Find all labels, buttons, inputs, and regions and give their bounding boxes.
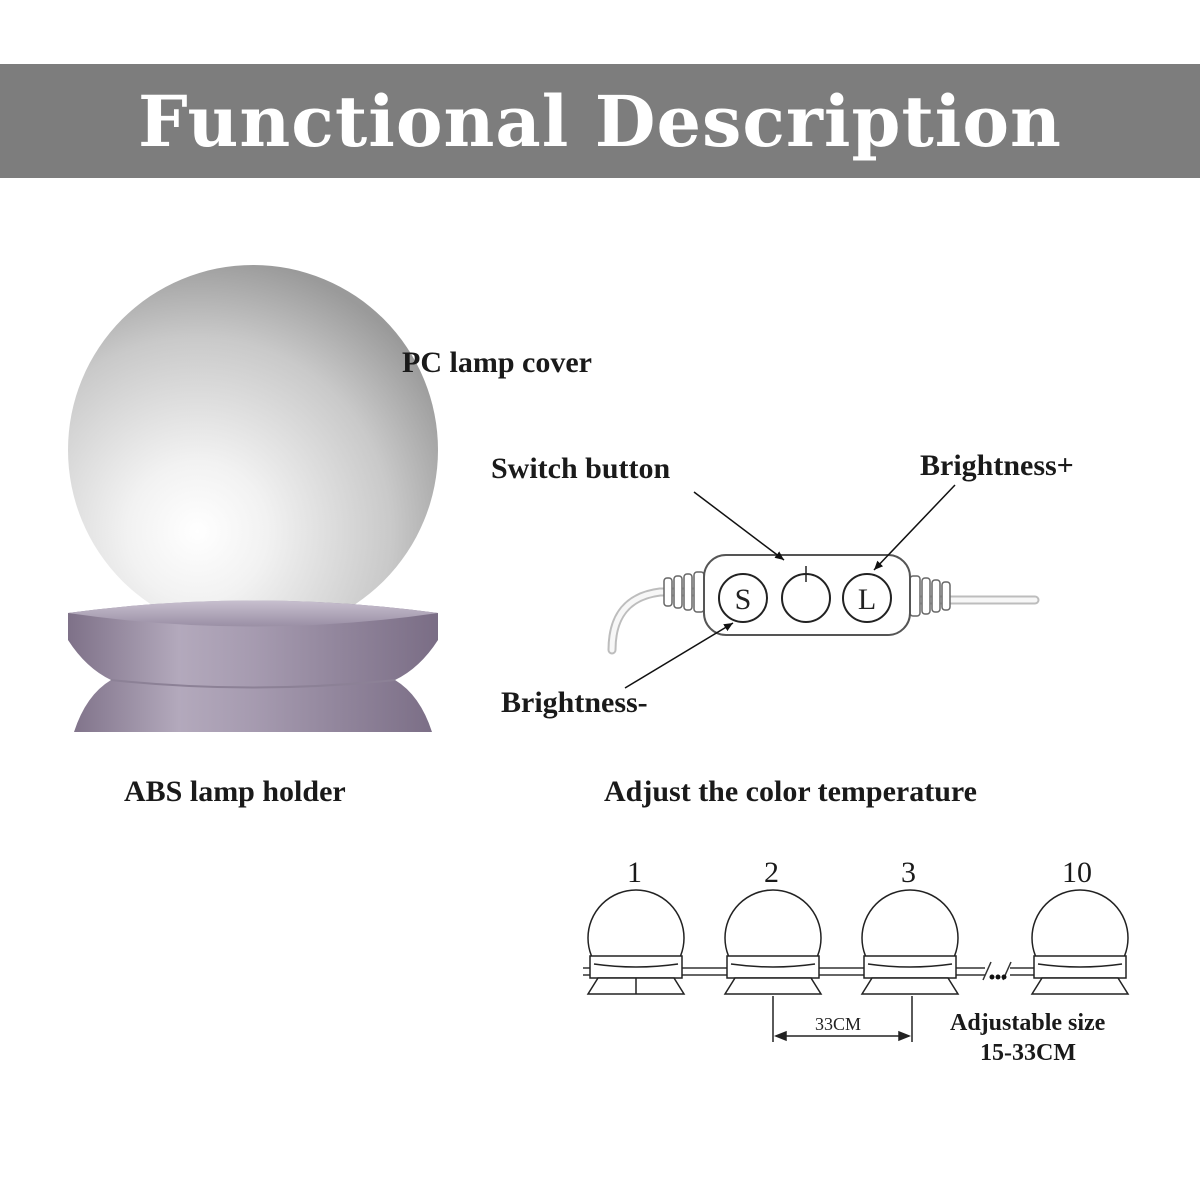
brightness-plus-button[interactable]: L xyxy=(842,573,892,623)
brightness-minus-button[interactable]: S xyxy=(718,573,768,623)
strain-relief-left xyxy=(663,571,705,613)
spacing-dimension xyxy=(772,996,913,1042)
brightness-plus-letter: L xyxy=(858,583,876,616)
bulb-10 xyxy=(1030,889,1130,995)
brightness-plus-arrow xyxy=(873,484,956,571)
power-button[interactable] xyxy=(781,566,831,623)
strain-relief-right xyxy=(909,575,951,617)
adjustable-size-range: 15-33CM xyxy=(980,1040,1076,1066)
bulb-number-3: 3 xyxy=(901,856,916,889)
switch-button-arrow xyxy=(693,491,785,561)
color-temperature-label: Adjust the color temperature xyxy=(604,775,977,808)
abs-lamp-holder-label: ABS lamp holder xyxy=(124,775,346,808)
brightness-plus-label: Brightness+ xyxy=(920,449,1074,482)
ellipsis-dots xyxy=(989,974,1007,980)
lamp-holder xyxy=(68,600,438,732)
brightness-minus-label: Brightness- xyxy=(501,686,648,719)
controller-cable xyxy=(607,587,1040,655)
bulb-number-2: 2 xyxy=(764,856,779,889)
bulb-3 xyxy=(860,889,960,995)
bulb-number-10: 10 xyxy=(1062,856,1092,889)
pc-lamp-cover-label: PC lamp cover xyxy=(402,346,592,379)
adjustable-size-label: Adjustable size xyxy=(950,1010,1106,1036)
lamp-globe xyxy=(68,265,438,635)
page-title: Functional Description xyxy=(138,79,1062,163)
title-banner: Functional Description xyxy=(0,64,1200,178)
switch-button-label: Switch button xyxy=(491,452,671,485)
bulb-2 xyxy=(723,889,823,995)
brightness-minus-arrow xyxy=(624,622,734,689)
spacing-label: 33CM xyxy=(815,1014,862,1034)
bulb-1 xyxy=(586,889,686,995)
brightness-minus-letter: S xyxy=(735,583,752,616)
bulb-number-1: 1 xyxy=(627,856,642,889)
